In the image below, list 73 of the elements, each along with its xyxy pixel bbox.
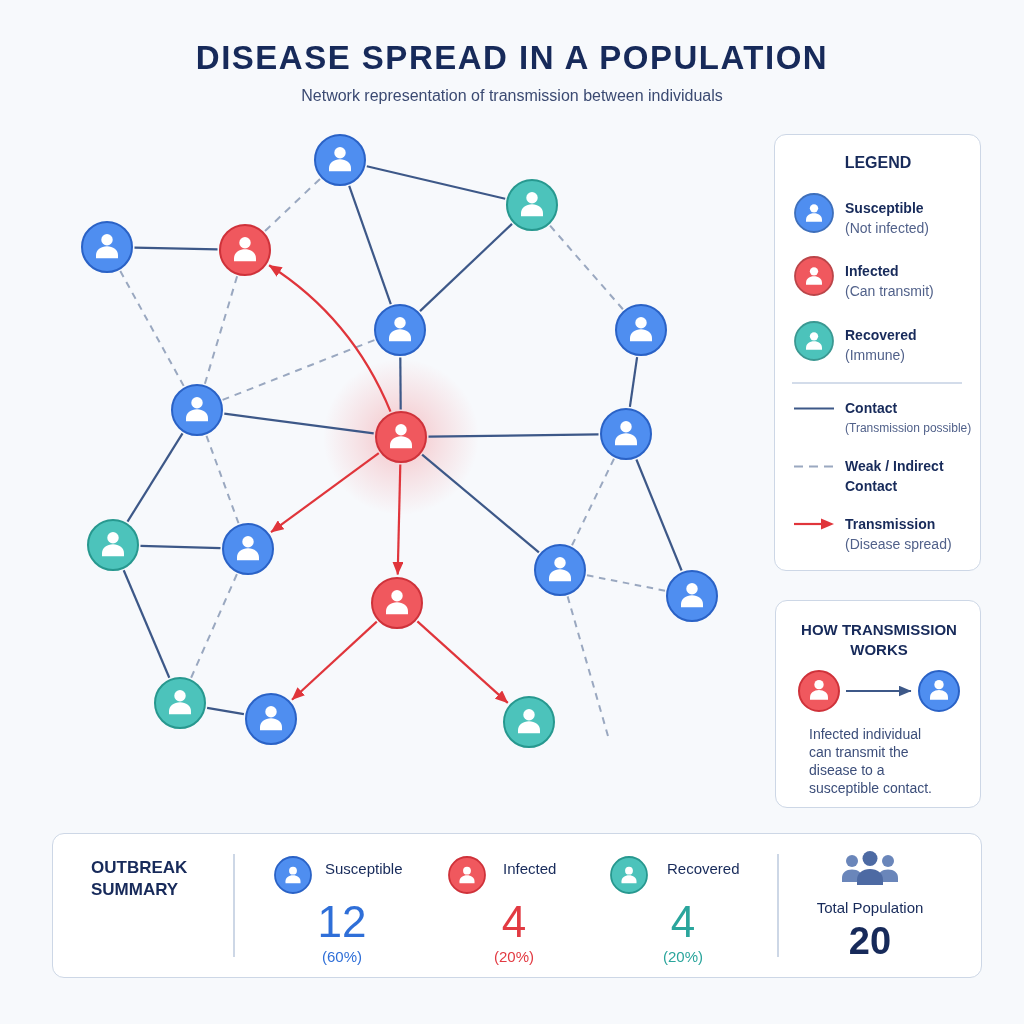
connector-line — [628, 357, 639, 407]
percentage-value: (60%) — [322, 948, 362, 966]
legend-text: Transmission (Disease spread) — [845, 515, 953, 554]
legend-text: Contact (Transmission possible) — [845, 399, 973, 437]
person-node — [666, 570, 718, 622]
total-value: 20 — [848, 920, 892, 962]
arrow — [268, 264, 392, 413]
connector-line — [366, 165, 506, 200]
person-node — [371, 577, 423, 629]
info-panel — [775, 600, 981, 808]
legend-text: Recovered (Immune) — [845, 326, 918, 365]
dashed-line — [203, 275, 239, 385]
person-node — [534, 544, 586, 596]
category-label: Susceptible — [325, 860, 403, 878]
dashed-line — [566, 595, 609, 737]
connector-line — [428, 433, 599, 438]
percentage-value: (20%) — [663, 948, 703, 966]
person-node — [245, 693, 297, 745]
dashed-line — [264, 177, 321, 233]
arrow — [416, 620, 509, 704]
dashed-line — [586, 574, 666, 592]
connector-line — [421, 453, 540, 554]
person-node — [314, 134, 366, 186]
dashed-line — [190, 573, 238, 679]
connector-line — [635, 459, 683, 571]
category-label: Infected — [503, 860, 557, 878]
person-node — [222, 523, 274, 575]
panel-text: Infected individual can transmit the disease to a susceptible contact. — [809, 725, 933, 797]
person-node — [917, 669, 960, 712]
arrow — [392, 464, 404, 575]
connector-line — [419, 223, 513, 312]
person-node — [154, 677, 206, 729]
subtitle: Network representation of transmission between individuals — [301, 86, 723, 106]
panel-heading: OUTBREAK SUMMARY — [91, 857, 189, 901]
arrow — [291, 620, 378, 701]
person-node — [503, 696, 555, 748]
legend-title: LEGEND — [844, 153, 912, 173]
dashed-line — [221, 339, 376, 401]
count-value: 12 — [317, 898, 367, 946]
arrow — [846, 685, 912, 697]
person-node — [81, 221, 133, 273]
connector-line — [399, 357, 402, 410]
legend-text: Susceptible (Not infected) — [845, 199, 931, 238]
dashed-line — [205, 434, 240, 525]
dashed-line — [549, 224, 624, 311]
category-label: Recovered — [667, 860, 740, 878]
arrow — [270, 452, 380, 534]
summary-panel — [52, 833, 982, 978]
person-node — [797, 669, 840, 712]
dashed-line — [571, 457, 615, 547]
person-node — [615, 304, 667, 356]
legend-text: Weak / Indirect Contact — [845, 457, 945, 496]
connector-line — [122, 569, 171, 679]
title: DISEASE SPREAD IN A POPULATION — [195, 38, 829, 78]
count-value: 4 — [670, 898, 696, 946]
total-label: Total Population — [816, 899, 924, 917]
connector-line — [126, 432, 184, 523]
person-node — [374, 304, 426, 356]
connector-line — [224, 412, 374, 435]
connector-line — [348, 185, 392, 305]
count-value: 4 — [501, 898, 527, 946]
legend-text: Infected (Can transmit) — [845, 262, 935, 301]
dashed-line — [119, 270, 185, 387]
connector-line — [134, 246, 218, 251]
person-node — [506, 179, 558, 231]
connector-line — [206, 706, 245, 716]
percentage-value: (20%) — [494, 948, 534, 966]
person-node — [171, 384, 223, 436]
panel-heading: HOW TRANSMISSION WORKS — [800, 620, 958, 660]
connector-line — [140, 544, 221, 550]
person-node — [219, 224, 271, 276]
person-node — [87, 519, 139, 571]
person-node — [600, 408, 652, 460]
